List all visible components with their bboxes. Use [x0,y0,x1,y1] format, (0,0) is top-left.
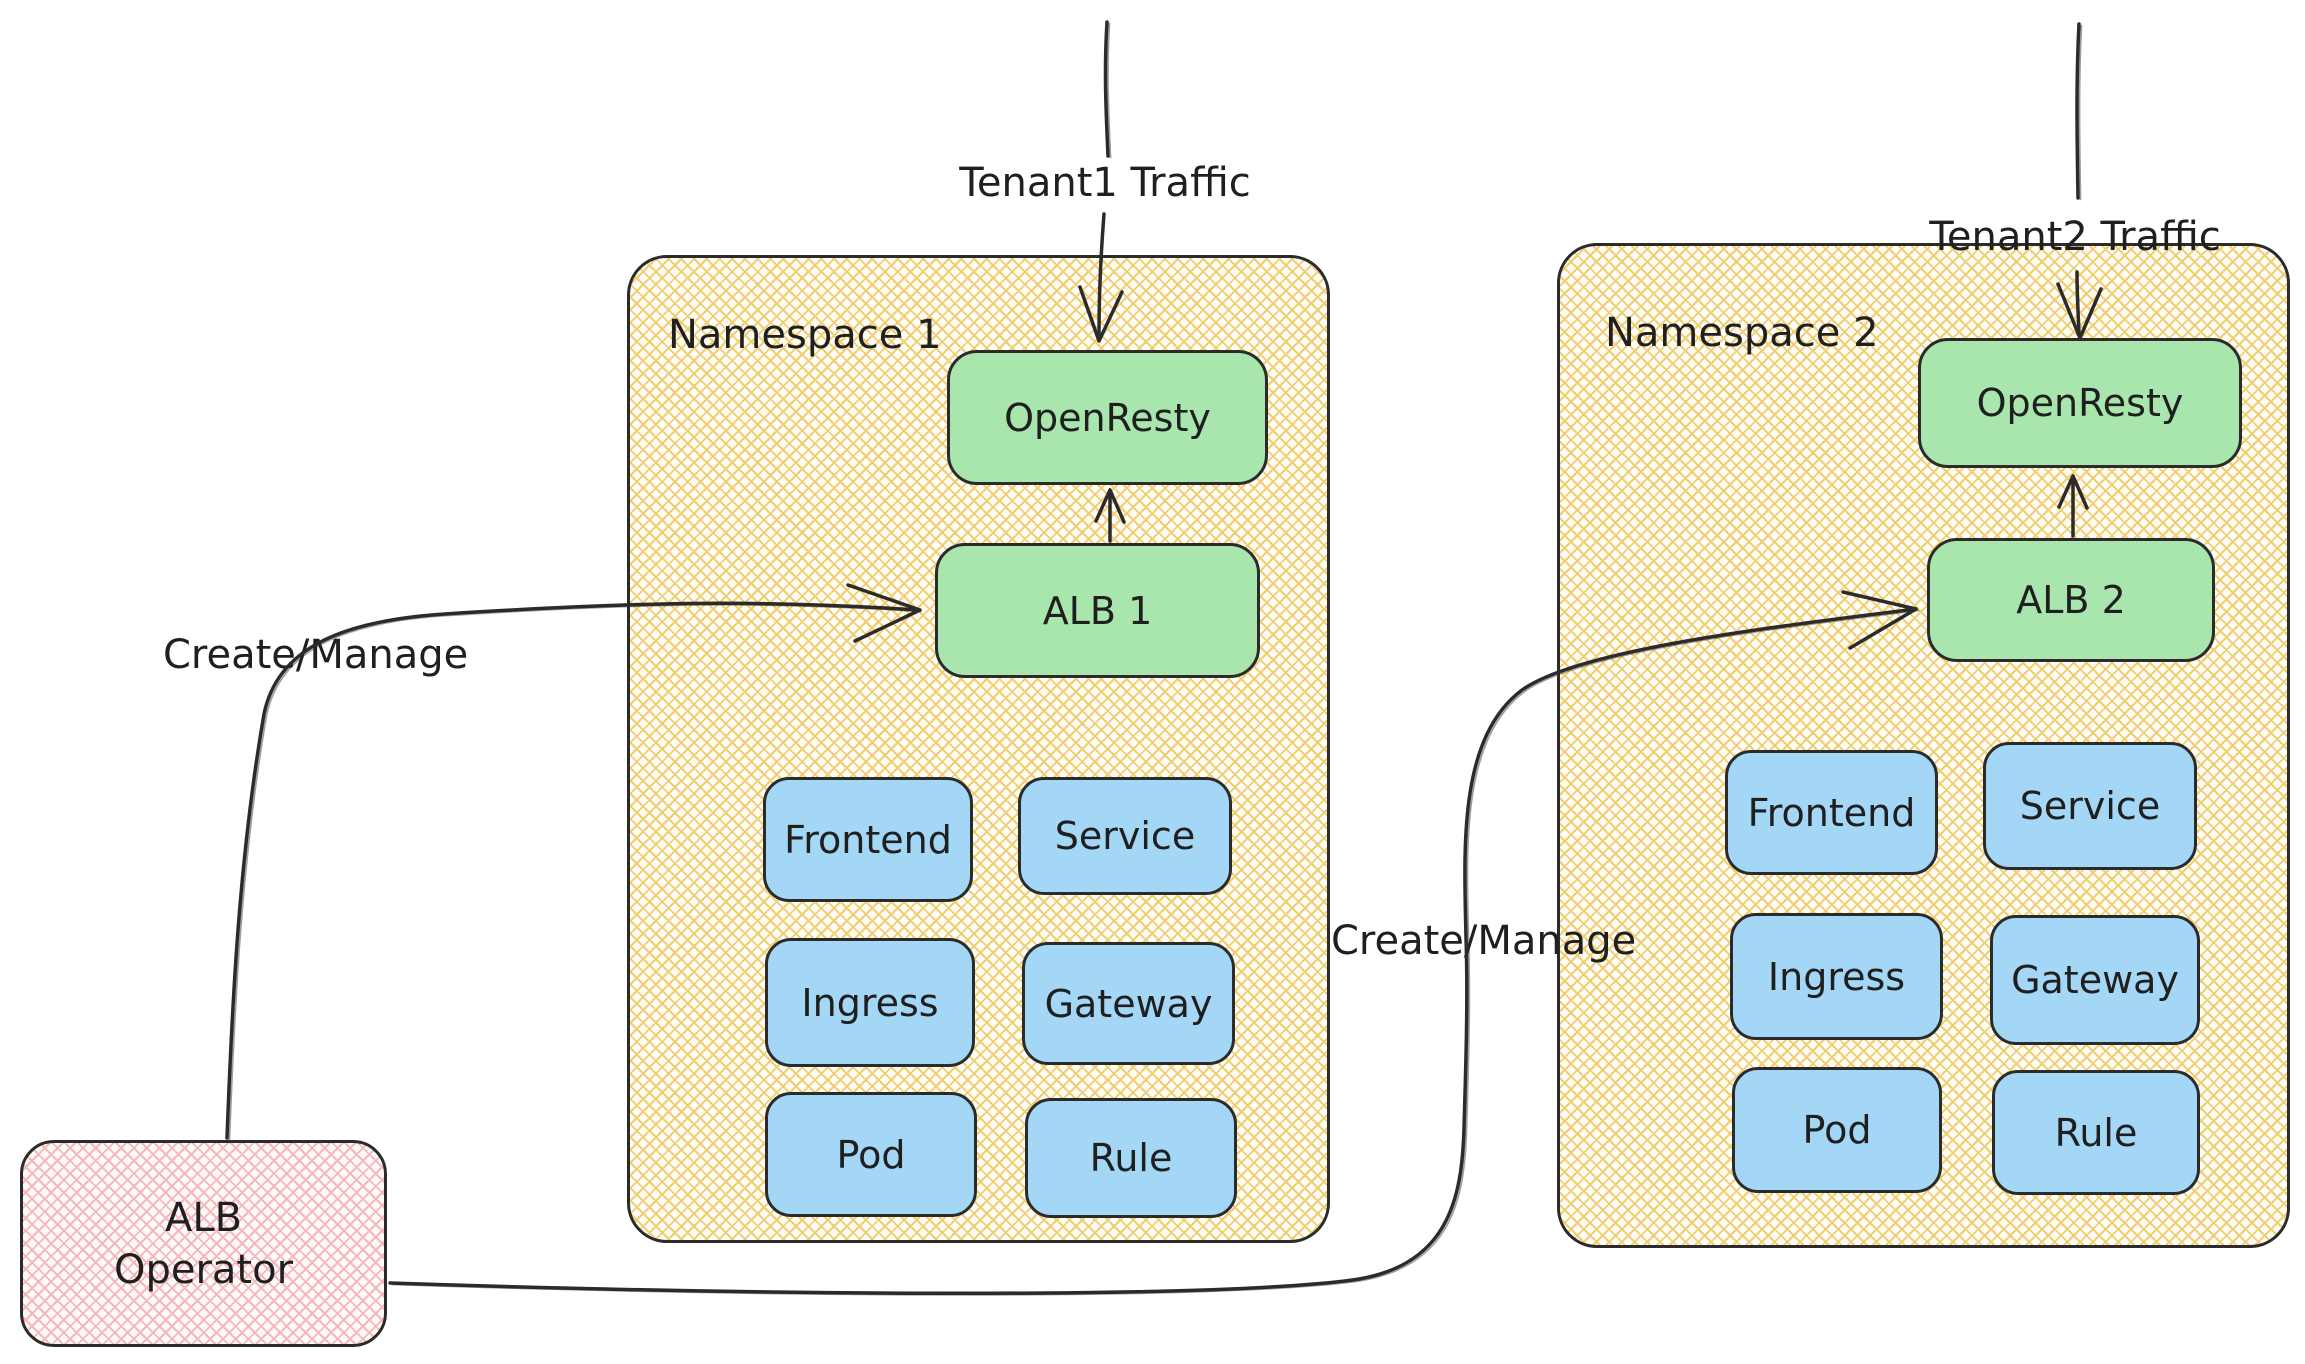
resource-label: Rule [1089,1136,1173,1180]
openresty-2-label: OpenResty [1976,381,2184,425]
tenant1-traffic-label: Tenant1 Traffic [959,160,1251,206]
resource-label: Pod [836,1132,906,1177]
alb-operator-label-line1: ALB [164,1194,243,1241]
resource-label: Service [2019,784,2161,828]
alb-1-box: ALB 1 [935,543,1260,678]
resource-box-ingress-1: Ingress [765,938,975,1067]
alb-2-box: ALB 2 [1927,538,2215,662]
resource-box-gateway-2: Gateway [1990,915,2200,1045]
tenant2-traffic-label: Tenant2 Traffic [1929,214,2221,260]
alb-2-label: ALB 2 [2016,578,2126,622]
resource-box-service-2: Service [1983,742,2197,870]
openresty-2-box: OpenResty [1918,338,2242,468]
resource-box-service-1: Service [1018,777,1232,895]
resource-label: Rule [2054,1110,2138,1155]
alb-operator-label-line2: Operator [113,1246,294,1293]
create-manage-label-left: Create/Manage [163,632,469,678]
resource-label: Pod [1802,1108,1872,1152]
tenant2-arrow-line-top [2075,22,2081,200]
openresty-1-label: OpenResty [1004,395,1211,440]
tenant1-arrow-line-top [1103,20,1110,158]
namespace-1-title: Namespace 1 [668,312,942,358]
alb-1-label: ALB 1 [1042,588,1153,633]
resource-box-frontend-2: Frontend [1725,750,1938,875]
resource-box-rule-2: Rule [1992,1070,2200,1195]
resource-box-ingress-2: Ingress [1730,913,1943,1040]
resource-label: Gateway [1044,981,1213,1026]
alb-operator-box: ALB Operator [20,1140,387,1347]
resource-box-pod-2: Pod [1732,1067,1942,1193]
resource-box-pod-1: Pod [765,1092,977,1217]
resource-label: Ingress [1767,954,1906,999]
resource-box-rule-1: Rule [1025,1098,1237,1218]
resource-label: Frontend [1747,790,1916,835]
resource-label: Frontend [784,817,952,862]
resource-label: Ingress [801,980,939,1025]
create-manage-label-right: Create/Manage [1331,918,1637,964]
resource-label: Gateway [2011,958,2179,1002]
namespace-2-title: Namespace 2 [1605,310,1879,356]
openresty-1-box: OpenResty [947,350,1268,485]
resource-box-gateway-1: Gateway [1022,942,1235,1065]
resource-box-frontend-1: Frontend [763,777,973,902]
resource-label: Service [1054,814,1196,858]
